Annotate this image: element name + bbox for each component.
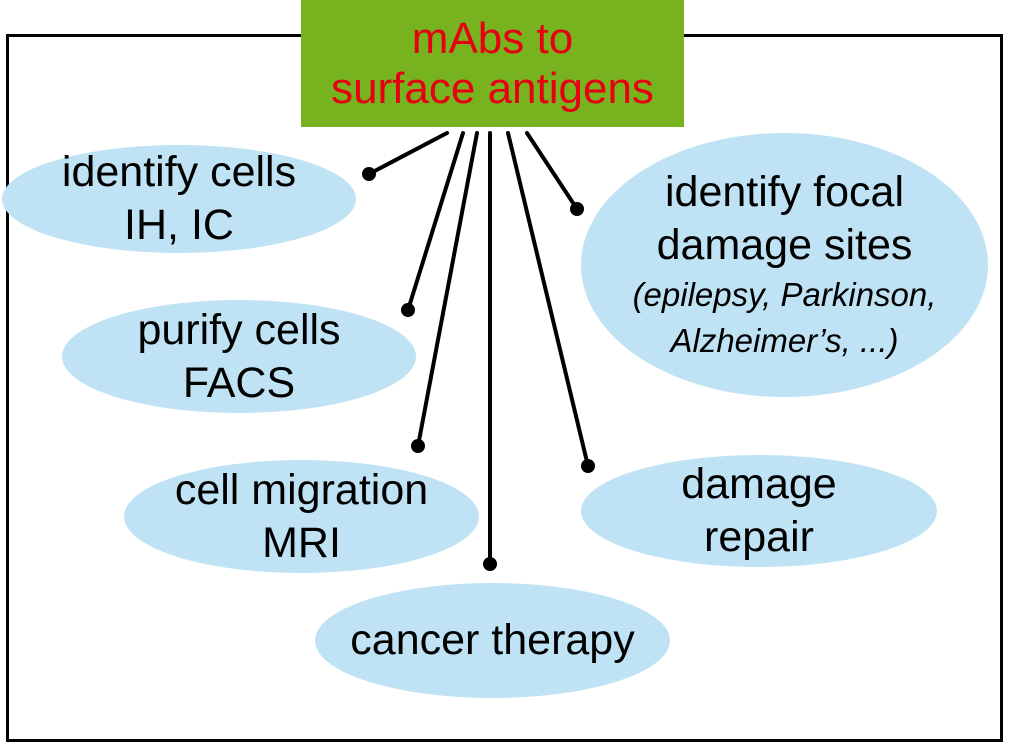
connector-purify-cells [406,131,465,312]
connector-dot-identify-cells [362,167,376,181]
node-focal-damage-line3: (epilepsy, Parkinson, [632,276,937,313]
node-purify-cells: purify cells FACS [62,300,416,413]
node-cell-migration-line2: MRI [262,518,341,567]
node-focal-damage: identify focal damage sites (epilepsy, P… [581,133,988,397]
node-focal-damage-line4: Alzheimer’s, ...) [670,322,899,359]
connector-damage-repair [506,131,590,468]
root-node: mAbs to surface antigens [301,0,684,127]
connector-focal-damage [525,131,579,211]
node-purify-cells-line2: FACS [182,358,296,407]
node-cancer-therapy-line1: cancer therapy [350,616,635,664]
node-damage-repair: damage repair [581,455,937,567]
root-node-line1: mAbs to [411,13,574,63]
node-identify-cells: identify cells IH, IC [2,145,356,253]
node-cell-migration: cell migration MRI [124,460,479,573]
connector-dot-cancer-therapy [483,557,497,571]
node-cancer-therapy: cancer therapy [315,583,670,698]
root-node-line2: surface antigens [331,63,654,113]
node-focal-damage-line2: damage sites [656,221,913,269]
node-cell-migration-line1: cell migration [174,465,429,514]
node-identify-cells-line1: identify cells [61,148,297,196]
node-damage-repair-line1: damage [681,460,837,508]
connector-dot-focal-damage [570,202,584,216]
connector-dot-purify-cells [401,303,415,317]
node-purify-cells-line1: purify cells [137,305,341,354]
connector-dot-cell-migration [411,439,425,453]
node-focal-damage-line1: identify focal [664,168,905,216]
connector-identify-cells [367,131,449,176]
connector-dot-damage-repair [581,459,595,473]
node-damage-repair-line2: repair [704,513,814,561]
connector-cell-migration [416,131,479,448]
node-identify-cells-line2: IH, IC [124,201,234,249]
